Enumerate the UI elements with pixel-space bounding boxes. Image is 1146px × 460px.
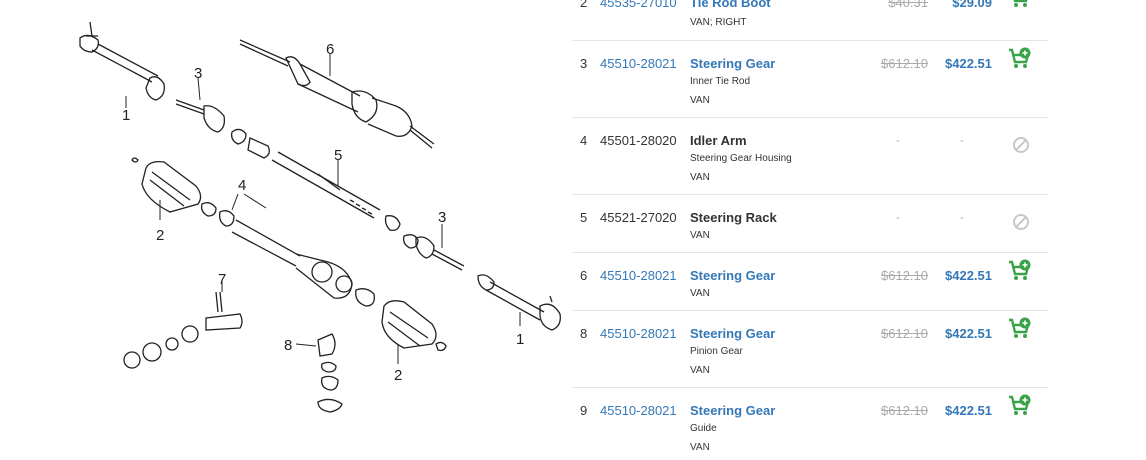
- reference-number: 2: [580, 0, 588, 10]
- ban-icon: [1013, 137, 1029, 153]
- part-description: Steering Gear Housing: [690, 153, 792, 164]
- callout-label: 4: [238, 177, 246, 194]
- callout-label: 3: [438, 209, 446, 226]
- part-name-link[interactable]: Steering Gear: [690, 326, 776, 341]
- part-number-link[interactable]: 45510-28021: [600, 56, 677, 71]
- guide-parts: [317, 333, 343, 413]
- msrp-price: $612.10: [881, 326, 928, 341]
- part-number: 45501-28020: [600, 133, 677, 148]
- cart-plus-icon[interactable]: [1008, 47, 1032, 71]
- reference-number: 8: [580, 326, 588, 341]
- parts-diagram: 1 3 6 5 4 2 3 7 8 2 1: [0, 0, 570, 460]
- pinion-assembly: [123, 291, 243, 369]
- msrp-placeholder: -: [896, 135, 900, 147]
- tie-rod-boot-left: [131, 157, 202, 213]
- reference-number: 3: [580, 56, 588, 71]
- reference-number: 4: [580, 133, 588, 148]
- callout-leaders: [125, 54, 521, 364]
- callout-label: 3: [194, 65, 202, 82]
- part-row: 2 45535-27010 Tie Rod Boot VAN; RIGHT $4…: [572, 0, 1048, 41]
- callout-label: 8: [284, 337, 292, 354]
- part-row: 4 45501-28020 Idler Arm Steering Gear Ho…: [572, 118, 1048, 195]
- part-description: Pinion Gear: [690, 346, 743, 357]
- steering-gear-housing: [200, 202, 375, 307]
- cart-plus-icon[interactable]: [1008, 0, 1032, 10]
- sale-price: $422.51: [945, 56, 992, 71]
- part-name: Steering Rack: [690, 210, 777, 225]
- callout-label: 2: [156, 227, 164, 244]
- steering-gear-diagram: 1 3 6 5 4 2 3 7 8 2 1: [79, 21, 561, 413]
- callout-label: 1: [122, 107, 130, 124]
- msrp-price: $40.31: [888, 0, 928, 10]
- part-description: Inner Tie Rod: [690, 76, 751, 87]
- tie-rod-boot-right: [381, 300, 447, 352]
- reference-number: 5: [580, 210, 588, 225]
- cart-plus-icon[interactable]: [1008, 259, 1032, 283]
- price-placeholder: -: [960, 212, 964, 224]
- part-number-link[interactable]: 45510-28021: [600, 268, 677, 283]
- steering-rack: [247, 137, 401, 232]
- part-description: VAN: [690, 442, 710, 453]
- msrp-price: $612.10: [881, 403, 928, 418]
- ban-icon: [1013, 214, 1029, 230]
- part-row: 6 45510-28021 Steering Gear VAN $612.10 …: [572, 253, 1048, 311]
- price-placeholder: -: [960, 135, 964, 147]
- part-description: VAN; RIGHT: [690, 17, 747, 28]
- part-row: 9 45510-28021 Steering Gear Guide VAN $6…: [572, 388, 1048, 460]
- msrp-placeholder: -: [896, 212, 900, 224]
- part-number-link[interactable]: 45535-27010: [600, 0, 677, 10]
- part-name-link[interactable]: Steering Gear: [690, 268, 776, 283]
- msrp-price: $612.10: [881, 56, 928, 71]
- sale-price: $422.51: [945, 403, 992, 418]
- callout-label: 7: [218, 271, 226, 288]
- part-description: Guide: [690, 423, 717, 434]
- part-row: 3 45510-28021 Steering Gear Inner Tie Ro…: [572, 41, 1048, 118]
- part-description: VAN: [690, 230, 710, 241]
- sale-price: $422.51: [945, 326, 992, 341]
- reference-number: 9: [580, 403, 588, 418]
- inner-tie-rod-right: [402, 234, 465, 271]
- part-number-link[interactable]: 45510-28021: [600, 403, 677, 418]
- tie-rod-end-left: [79, 21, 165, 101]
- tie-rod-end-right: [477, 274, 561, 331]
- reference-number: 6: [580, 268, 588, 283]
- cart-plus-icon[interactable]: [1008, 394, 1032, 418]
- callout-numbers: 1 3 6 5 4 2 3 7 8 2 1: [122, 41, 524, 384]
- part-name-link[interactable]: Steering Gear: [690, 56, 776, 71]
- part-row: 5 45521-27020 Steering Rack VAN - -: [572, 195, 1048, 253]
- callout-label: 1: [516, 331, 524, 348]
- inner-tie-rod-left: [175, 99, 247, 145]
- part-name-link[interactable]: Steering Gear: [690, 403, 776, 418]
- part-description: VAN: [690, 288, 710, 299]
- part-row: 8 45510-28021 Steering Gear Pinion Gear …: [572, 311, 1048, 388]
- callout-label: 5: [334, 147, 342, 164]
- steering-gear-assembly: [239, 39, 435, 149]
- part-name: Idler Arm: [690, 133, 747, 148]
- parts-list: 2 45535-27010 Tie Rod Boot VAN; RIGHT $4…: [572, 0, 1048, 460]
- callout-label: 2: [394, 367, 402, 384]
- cart-plus-icon[interactable]: [1008, 317, 1032, 341]
- sale-price: $422.51: [945, 268, 992, 283]
- msrp-price: $612.10: [881, 268, 928, 283]
- part-description: VAN: [690, 365, 710, 376]
- part-description: VAN: [690, 172, 710, 183]
- part-name-link[interactable]: Tie Rod Boot: [690, 0, 771, 10]
- callout-label: 6: [326, 41, 334, 58]
- part-number: 45521-27020: [600, 210, 677, 225]
- sale-price: $29.09: [952, 0, 992, 10]
- part-description: VAN: [690, 95, 710, 106]
- part-number-link[interactable]: 45510-28021: [600, 326, 677, 341]
